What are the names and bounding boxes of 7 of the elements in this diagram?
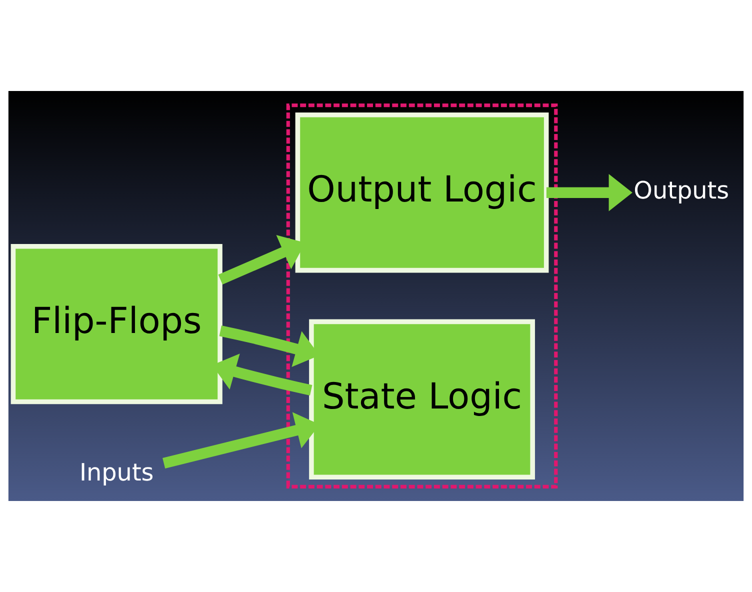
node-box: State Logic bbox=[309, 319, 535, 480]
node-box: Flip-Flops bbox=[10, 244, 222, 404]
node-text: Outputs bbox=[634, 176, 730, 205]
node-text: Inputs bbox=[79, 458, 154, 487]
arrow bbox=[546, 174, 632, 212]
node-box: Output Logic bbox=[295, 112, 549, 273]
cluster bbox=[286, 104, 558, 488]
